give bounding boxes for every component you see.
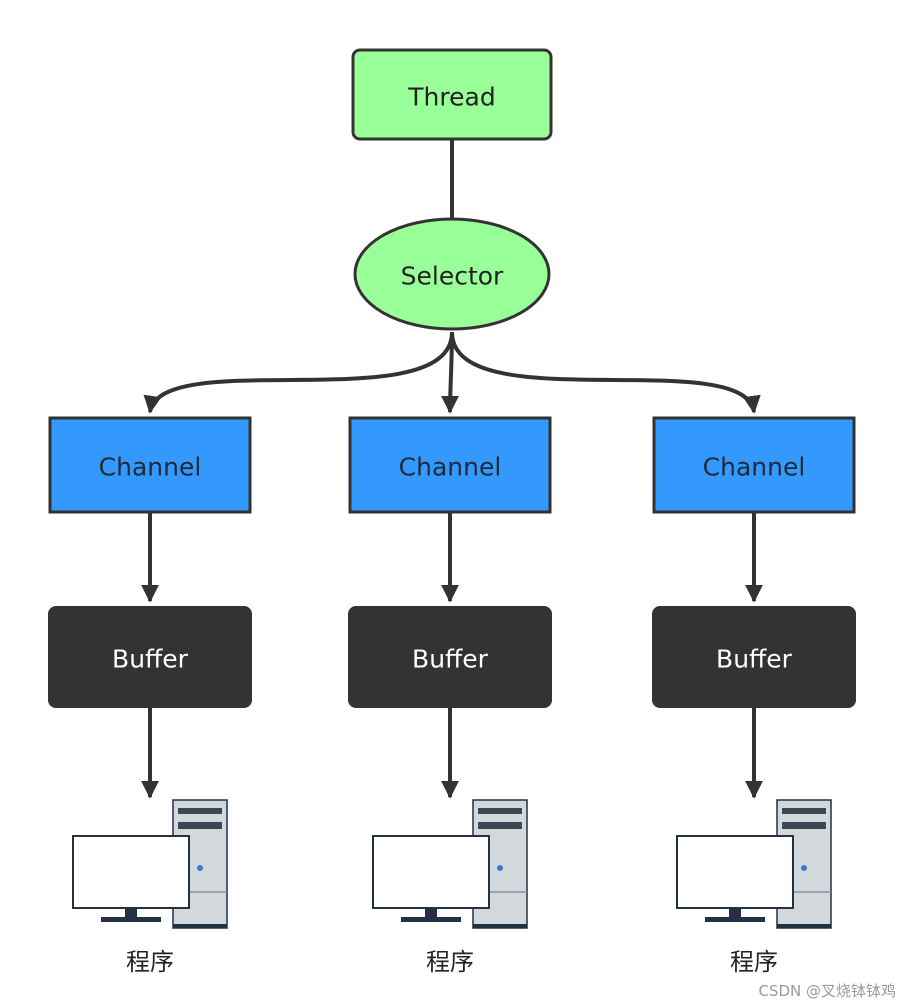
channel-label-1: Channel [99, 453, 202, 482]
channel-box-2 [348, 416, 552, 514]
channel-node-3: Channel [652, 416, 856, 514]
buffer-box-3 [652, 606, 856, 708]
selector-to-channel-2-arrow [441, 331, 460, 414]
channel-box-3 [652, 416, 856, 514]
program-label-3: 程序 [730, 948, 778, 976]
program-label-1: 程序 [126, 948, 174, 976]
computer-icon [72, 799, 228, 929]
buffer-label-3: Buffer [716, 645, 793, 674]
buffer-node-3: Buffer [652, 606, 856, 708]
buffer-box-1 [48, 606, 252, 708]
buffer-node-2: Buffer [348, 606, 552, 708]
watermark: CSDN @叉烧钵钵鸡 [758, 982, 896, 1000]
channel-node-1: Channel [48, 416, 252, 514]
channel-node-2: Channel [348, 416, 552, 514]
thread-label: Thread [407, 83, 495, 112]
buffer-label-1: Buffer [112, 645, 189, 674]
channel-label-2: Channel [399, 453, 502, 482]
program-label-2: 程序 [426, 948, 474, 976]
selector-to-channel-1-arrow [143, 331, 454, 414]
selector-label: Selector [401, 262, 504, 291]
thread-node: Thread [351, 48, 553, 141]
channel-label-3: Channel [703, 453, 806, 482]
selector-to-channel-3-arrow [450, 331, 761, 414]
computer-icon [372, 799, 528, 929]
thread-box [351, 48, 553, 141]
selector-node: Selector [353, 217, 551, 331]
computer-icon [676, 799, 832, 929]
buffer-label-2: Buffer [412, 645, 489, 674]
buffer-box-2 [348, 606, 552, 708]
channel-box-1 [48, 416, 252, 514]
buffer-node-1: Buffer [48, 606, 252, 708]
selector-ellipse [353, 217, 551, 331]
